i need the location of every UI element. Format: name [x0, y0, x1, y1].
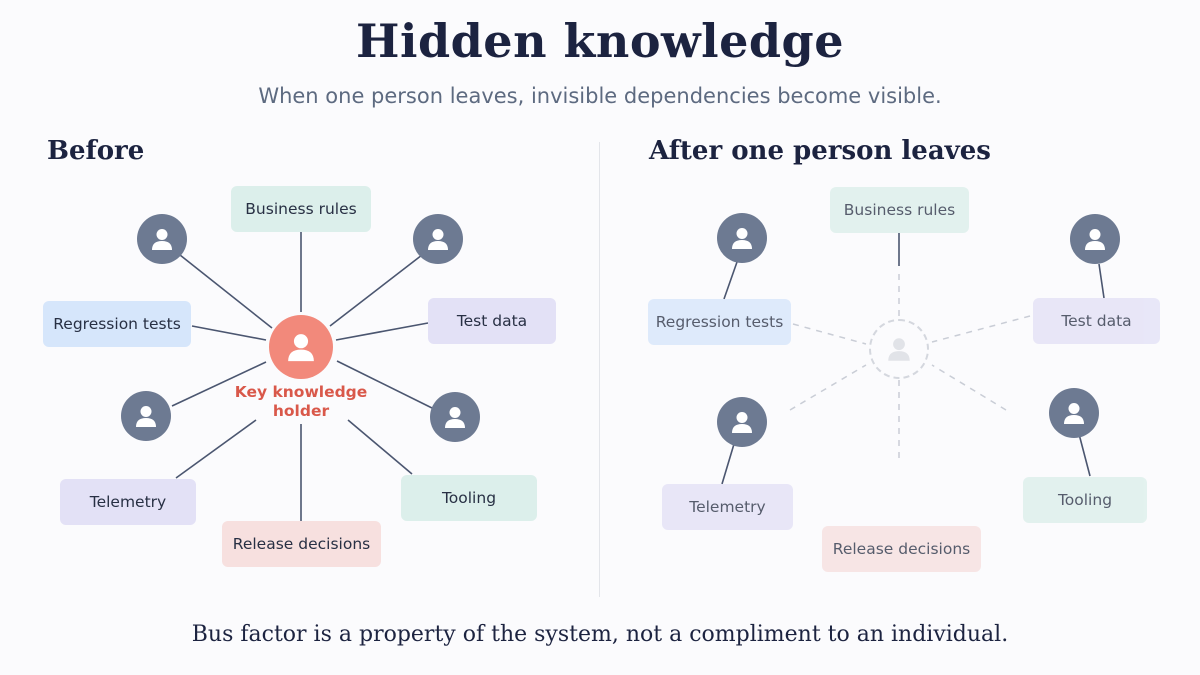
connector-test-data: [335, 322, 429, 341]
key-knowledge-holder-node: [269, 315, 333, 379]
before-box-test-data: Test data: [428, 298, 556, 344]
before-person-mid-right: [430, 392, 480, 442]
person-icon: [732, 228, 752, 249]
person-icon: [428, 229, 448, 250]
after-heading: After one person leaves: [649, 136, 991, 166]
after-box-regression-tests: Regression tests: [648, 299, 791, 345]
connector-person-mid-left: [171, 361, 267, 407]
missing-person-icon: [888, 338, 910, 361]
before-box-regression-tests: Regression tests: [43, 301, 191, 347]
after-box-telemetry: Telemetry: [662, 484, 793, 530]
after-person-top-right: [1070, 214, 1120, 264]
footer-caption: Bus factor is a property of the system, …: [191, 622, 1009, 647]
after-box-tooling: Tooling: [1023, 477, 1147, 523]
before-person-top-right: [413, 214, 463, 264]
person-icon: [136, 406, 156, 427]
key-knowledge-holder-label: Key knowledge holder: [234, 383, 368, 420]
connector-telemetry: [175, 419, 257, 479]
page-subtitle: When one person leaves, invisible depend…: [258, 84, 942, 108]
panel-divider: [599, 142, 600, 597]
connector-after-telemetry: [721, 443, 735, 485]
connector-after-tooling: [1078, 433, 1091, 477]
connector-person-mid-right: [336, 360, 433, 409]
before-box-business-rules: Business rules: [231, 186, 371, 232]
before-person-mid-left: [121, 391, 171, 441]
connector-person-top-left: [179, 254, 273, 329]
person-icon: [152, 229, 172, 250]
broken-connector-left: [792, 323, 867, 345]
before-person-top-left: [137, 214, 187, 264]
after-box-test-data: Test data: [1033, 298, 1160, 344]
before-heading: Before: [47, 136, 145, 166]
page-title: Hidden knowledge: [356, 14, 844, 68]
connector-regression-tests: [191, 325, 267, 341]
after-person-top-left: [717, 213, 767, 263]
connector-tooling: [347, 419, 413, 475]
connector-after-regression: [723, 261, 738, 300]
broken-connector-right: [931, 315, 1031, 343]
person-icon: [1085, 229, 1105, 250]
person-icon: [1064, 403, 1084, 424]
before-box-release-decisions: Release decisions: [222, 521, 381, 567]
after-box-business-rules: Business rules: [830, 187, 969, 233]
broken-connector-lower-left: [789, 364, 867, 411]
before-connectors: [171, 232, 433, 521]
after-solid-connectors: [721, 233, 1105, 485]
before-box-telemetry: Telemetry: [60, 479, 196, 525]
before-box-tooling: Tooling: [401, 475, 537, 521]
broken-connector-lower-right: [931, 364, 1007, 411]
connector-person-top-right: [329, 254, 423, 327]
after-box-release-decisions: Release decisions: [822, 526, 981, 572]
connector-after-test-data: [1098, 263, 1105, 299]
person-icon: [445, 407, 465, 428]
after-person-bottom-left: [717, 397, 767, 447]
key-holder-icon: [288, 334, 314, 362]
after-broken-connectors: [789, 274, 1031, 462]
person-icon: [732, 412, 752, 433]
after-person-bottom-right: [1049, 388, 1099, 438]
missing-knowledge-holder-node: [869, 319, 929, 379]
